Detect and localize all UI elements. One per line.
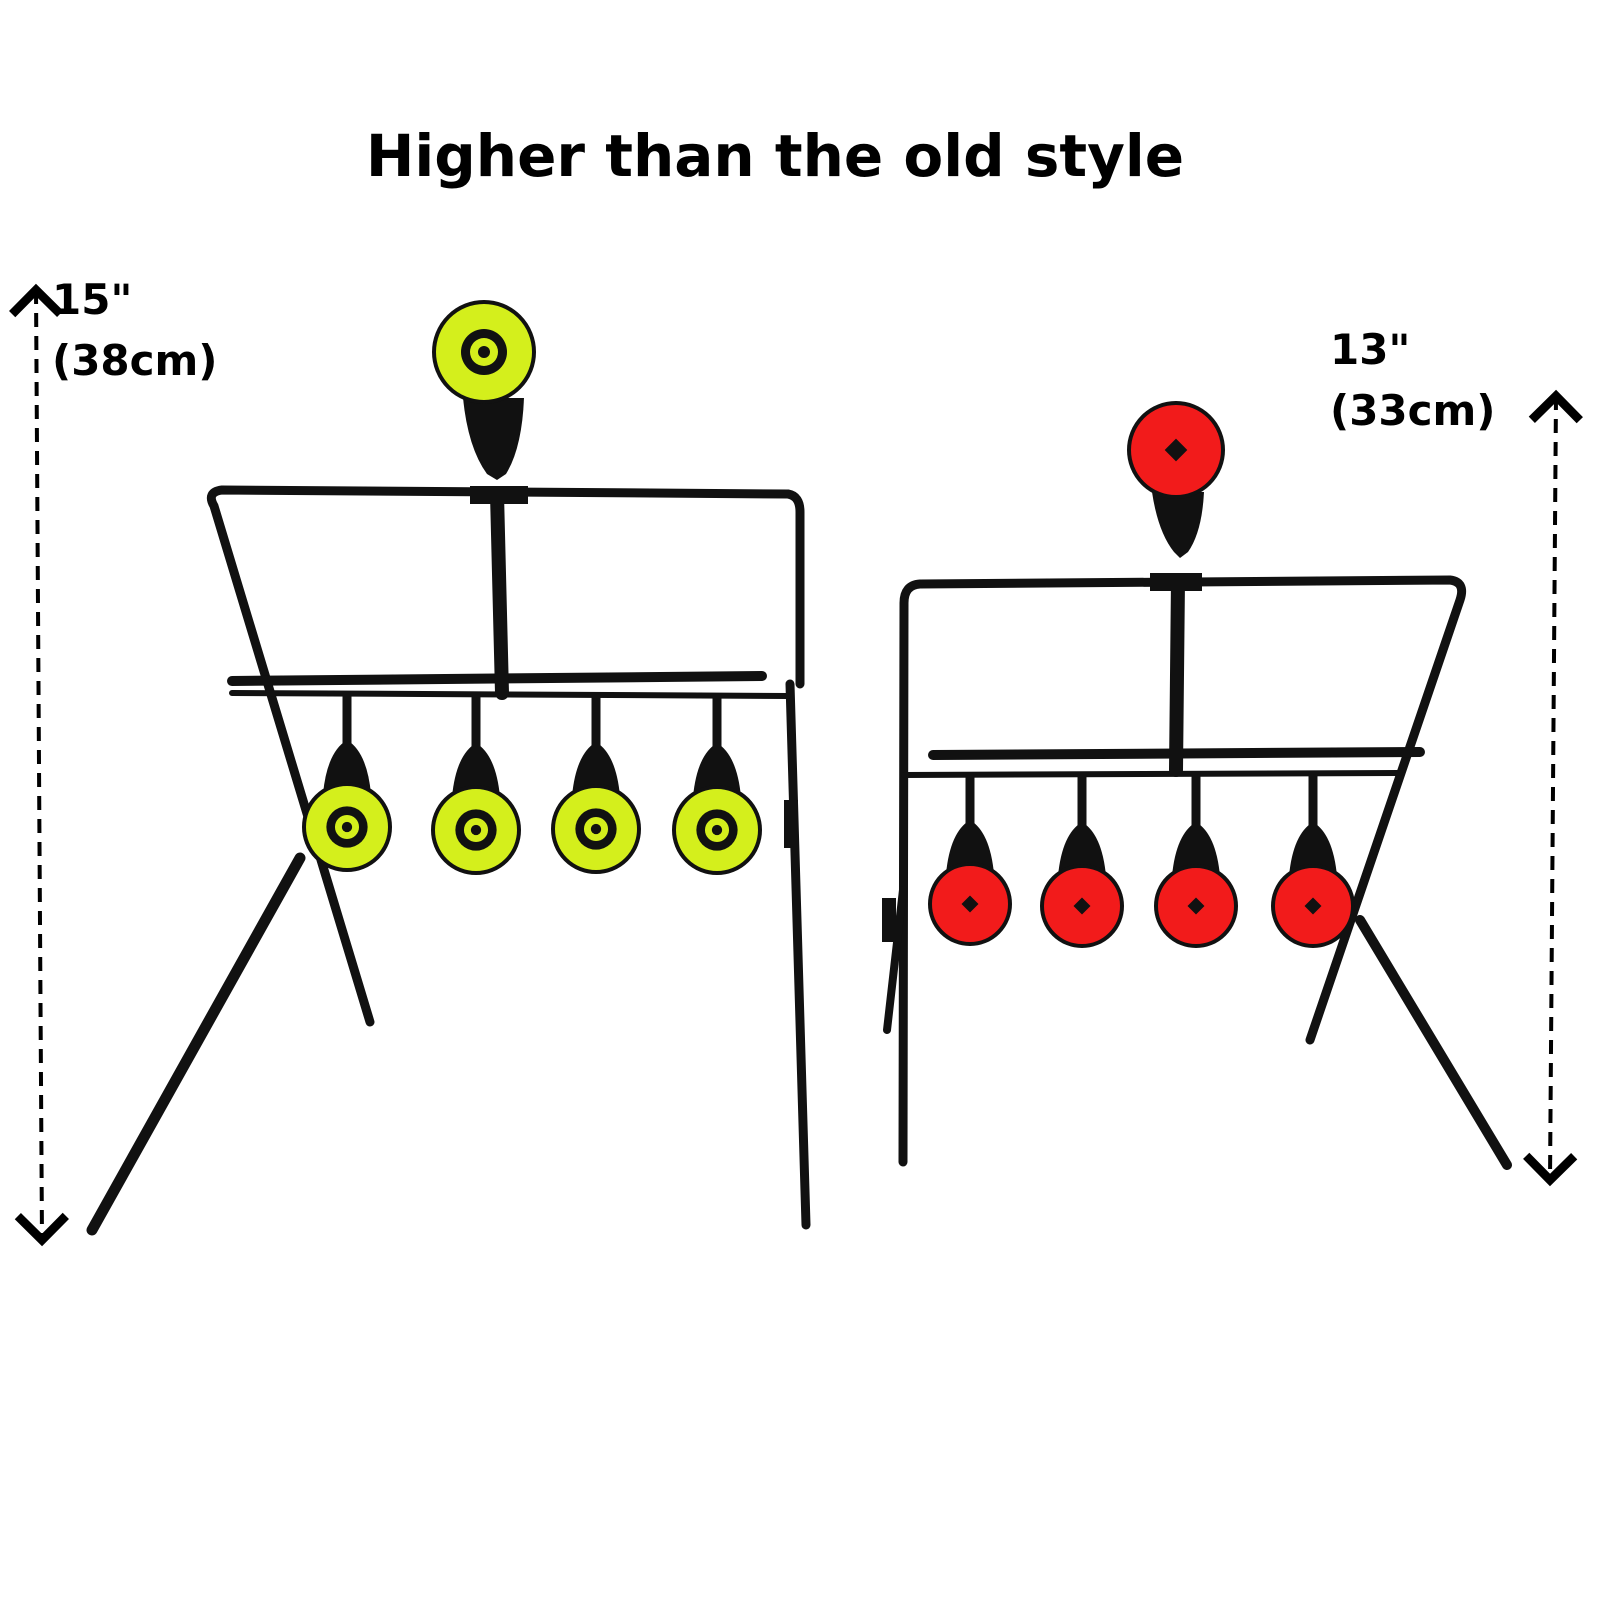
left-paddle-row (302, 696, 762, 875)
left-height-cm: (38cm) (52, 335, 218, 385)
paddle-target (1154, 775, 1238, 948)
right-top-spinner (1127, 401, 1225, 558)
paddle-target (928, 775, 1012, 946)
left-top-spinner (432, 300, 536, 480)
paddle-target (302, 696, 392, 872)
right-paddle-row (928, 775, 1355, 948)
paddle-target (551, 696, 641, 874)
paddle-target (431, 696, 521, 875)
left-dimension-arrow (9, 283, 69, 1247)
right-target-stand (882, 573, 1512, 1170)
headline: Higher than the old style (365, 122, 1185, 190)
right-height-cm: (33cm) (1330, 385, 1496, 435)
paddle-target (1271, 775, 1355, 948)
paddle-target (1040, 775, 1124, 948)
left-target-stand (86, 485, 811, 1236)
left-height-label: 15" (38cm) (52, 270, 218, 392)
paddle-target (672, 696, 762, 875)
right-height-inches: 13" (1330, 325, 1411, 374)
right-height-label: 13" (33cm) (1330, 320, 1496, 442)
right-dimension-arrow (1523, 389, 1583, 1187)
